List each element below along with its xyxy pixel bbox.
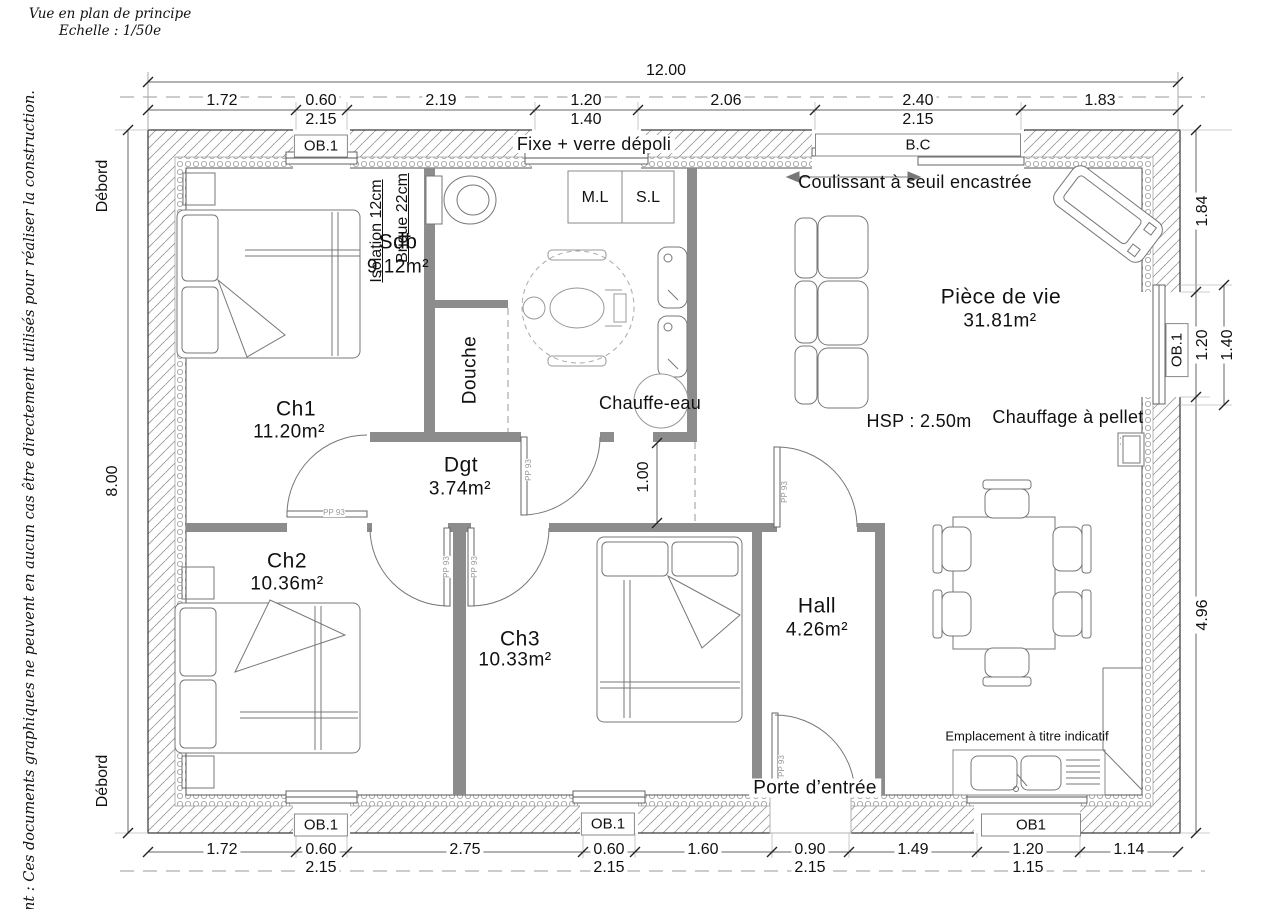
dim-right-3: 4.96 <box>1194 596 1211 634</box>
wheelchair-symbol <box>522 249 627 367</box>
sheet-scale: Echelle : 1/50e <box>58 22 162 39</box>
washer-label: M.L <box>581 189 609 206</box>
dim-bot-8: 1.20 <box>1009 842 1047 858</box>
dim-bot-4-sub: 2.15 <box>590 860 628 876</box>
room-ch3-area: 10.33m² <box>478 649 552 671</box>
room-ch3-name: Ch3 <box>499 627 541 651</box>
sliding-door-note: Coulissant à seuil encastrée <box>798 172 1032 192</box>
kitchen-sink-unit <box>952 667 1143 796</box>
dim-bot-5: 1.60 <box>684 842 722 858</box>
window-ob1-bottom1-label: OB.1 <box>293 813 349 837</box>
dim-bot-6: 0.90 <box>791 842 829 858</box>
disclaimer-note: Important : Ces documents graphiques ne … <box>21 90 38 909</box>
indicative-location-note: Emplacement à titre indicatif <box>945 728 1109 744</box>
door-tag-ch3: PP 93 <box>470 556 479 578</box>
bed-ch2 <box>174 566 361 789</box>
dim-top-6: 2.40 <box>899 93 937 109</box>
dim-bot-1: 1.72 <box>203 842 241 858</box>
dim-bot-3: 2.75 <box>446 842 484 858</box>
dim-bot-2: 0.60 <box>302 842 340 858</box>
window-bc-label: B.C <box>815 133 1021 157</box>
room-piece-de-vie-name: Pièce de vie <box>940 285 1062 309</box>
dim-overall-height: 8.00 <box>104 462 121 500</box>
room-ch1-name: Ch1 <box>275 397 317 421</box>
dim-top-2: 0.60 <box>302 93 340 109</box>
water-heater-label: Chauffe-eau <box>598 393 702 413</box>
room-dgt-name: Dgt <box>443 453 479 477</box>
pellet-heating-note: Chauffage à pellet <box>992 407 1144 427</box>
dim-bot-6-sub: 2.15 <box>791 860 829 876</box>
dim-right-1: 1.84 <box>1194 192 1211 230</box>
dining-table <box>932 479 1092 687</box>
furniture <box>174 165 1163 796</box>
dim-top-7: 1.83 <box>1081 93 1119 109</box>
room-ch2-area: 10.36m² <box>250 573 324 595</box>
window-ob1-right-label: OB.1 <box>1165 322 1189 378</box>
ceiling-height-note: HSP : 2.50m <box>866 411 972 431</box>
dim-overall-width: 12.00 <box>642 63 690 79</box>
title-block: Vue en plan de principe Echelle : 1/50e <box>10 6 210 40</box>
dim-top-4: 1.20 <box>567 93 605 109</box>
room-dgt-area: 3.74m² <box>428 478 492 500</box>
window-fixe-label: Fixe + verre dépoli <box>512 135 676 153</box>
dim-bot-4: 0.60 <box>590 842 628 858</box>
washer-dryer-box <box>567 170 675 224</box>
room-ch1-area: 11.20m² <box>253 421 325 443</box>
toilet <box>425 175 497 225</box>
bed-ch3 <box>596 536 743 723</box>
dim-bot-8-sub: 1.15 <box>1009 860 1047 876</box>
debord-top-label: Débord <box>94 156 111 216</box>
door-tag-ch2: PP 93 <box>442 556 451 578</box>
dryer-label: S.L <box>635 189 661 206</box>
window-ob1-bottom2-label: OB.1 <box>580 812 636 836</box>
room-douche-name: Douche <box>459 335 481 405</box>
interior-walls <box>186 168 885 795</box>
pellet-stove <box>1117 432 1145 467</box>
door-tag-ch1: PP 93 <box>323 508 345 517</box>
dimension-ticks <box>122 76 1230 858</box>
dim-passage: 1.00 <box>635 458 652 496</box>
entry-door-label: Porte d’entrée <box>749 778 881 798</box>
window-ob1-bottom3-label: OB1 <box>981 813 1081 837</box>
bed-ch1 <box>176 172 361 359</box>
dim-right-2: 1.20 <box>1194 326 1211 364</box>
room-ch2-name: Ch2 <box>266 549 308 573</box>
room-piece-de-vie-area: 31.81m² <box>963 310 1037 332</box>
washbasins <box>657 246 688 378</box>
dim-top-4-sub: 1.40 <box>567 112 605 128</box>
dimension-lines <box>127 72 1225 853</box>
door-tag-entry: PP 93 <box>777 755 786 777</box>
dim-top-6-sub: 2.15 <box>899 112 937 128</box>
door-tag-sdb: PP 93 <box>524 459 533 481</box>
doors <box>286 434 858 796</box>
room-sdb-name: Sdb <box>378 230 418 254</box>
dim-bot-7: 1.49 <box>894 842 932 858</box>
water-heater <box>633 373 689 429</box>
sheet-title: Vue en plan de principe <box>28 6 192 22</box>
bench <box>1053 165 1163 263</box>
dim-top-3: 2.19 <box>422 93 460 109</box>
dashed-boundaries <box>507 250 696 523</box>
room-hall-area: 4.26m² <box>785 619 849 641</box>
debord-bottom-label: Débord <box>94 751 111 811</box>
room-sdb-area: 9.12m² <box>366 256 430 278</box>
dim-right-2-sub: 1.40 <box>1219 326 1236 364</box>
dim-top-5: 2.06 <box>707 93 745 109</box>
sliding-arrow-indicator <box>785 171 922 183</box>
window-ob1-top-label: OB.1 <box>293 134 349 158</box>
dim-bot-2-sub: 2.15 <box>302 860 340 876</box>
exterior-walls <box>147 129 1181 834</box>
room-hall-name: Hall <box>797 594 837 618</box>
dim-top-1: 1.72 <box>203 93 241 109</box>
dim-bot-9: 1.14 <box>1110 842 1148 858</box>
sofa <box>794 215 869 409</box>
door-tag-hall: PP 93 <box>780 481 789 503</box>
dim-top-2-sub: 2.15 <box>302 112 340 128</box>
